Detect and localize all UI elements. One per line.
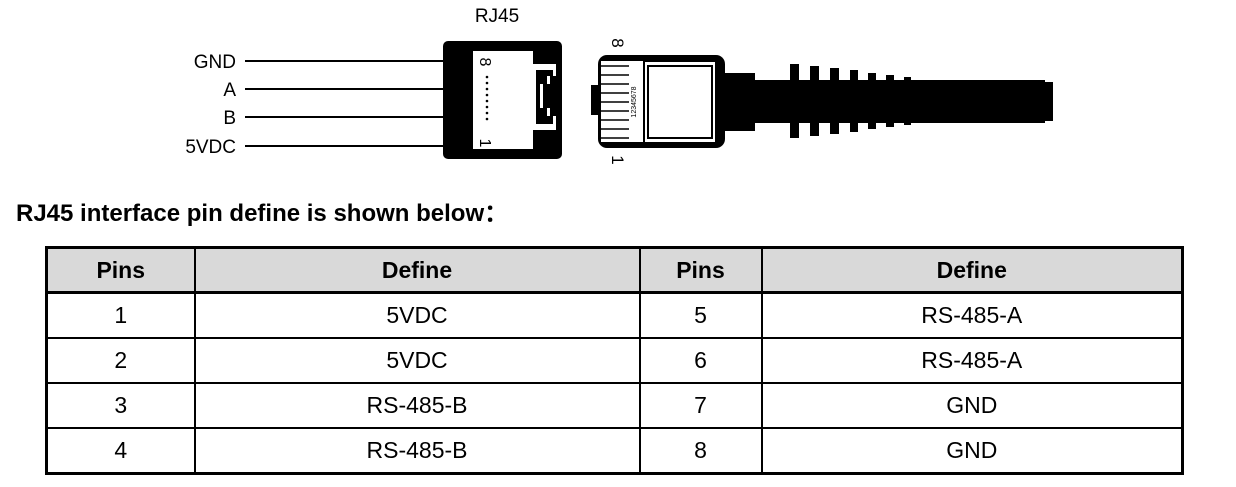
section-heading: RJ45 interface pin define is shown below…: [16, 200, 509, 227]
pin-number: 1: [45, 291, 196, 339]
plug-pin-1-label: 1: [608, 155, 627, 164]
plug-contacts: [601, 65, 629, 139]
wire-label-5vdc: 5VDC: [185, 137, 236, 158]
jack-pin-1-label: 1: [476, 139, 493, 148]
jack-title: RJ45: [475, 6, 519, 27]
pin-number: 8: [638, 427, 763, 475]
pin-define: 5VDC: [193, 291, 641, 339]
pin-number: 2: [45, 337, 196, 384]
rj45-jack: 8 1: [443, 41, 562, 159]
plug-contact-numbers: 12345678: [631, 86, 638, 117]
table-row: 4 RS-485-B 8 GND: [45, 427, 1184, 475]
wire-label-a: A: [223, 80, 236, 101]
jack-pin-8-label: 8: [476, 58, 493, 67]
header-define-1: Define: [193, 246, 641, 294]
strain-relief-ribs: [790, 64, 911, 138]
pin-number: 3: [45, 382, 196, 429]
pin-define: GND: [760, 382, 1184, 429]
pin-number: 7: [638, 382, 763, 429]
header-define-2: Define: [760, 246, 1184, 294]
pin-number: 4: [45, 427, 196, 475]
header-pins-1: Pins: [45, 246, 196, 294]
table-header-row: Pins Define Pins Define: [45, 246, 1184, 294]
pin-define: GND: [760, 427, 1184, 475]
pin-define: RS-485-A: [760, 337, 1184, 384]
wires: [245, 60, 445, 147]
pin-define: RS-485-A: [760, 291, 1184, 339]
pin-number: 5: [638, 291, 763, 339]
rj45-diagram-svg: RJ45 GND A B 5VDC 8 1: [185, 6, 1053, 165]
rj45-plug: 8 1 12345678: [591, 38, 1053, 165]
rj45-diagram: RJ45 GND A B 5VDC 8 1: [0, 0, 1236, 195]
pin-define: RS-485-B: [193, 427, 641, 475]
pin-define: RS-485-B: [193, 382, 641, 429]
table-row: 1 5VDC 5 RS-485-A: [45, 291, 1184, 339]
pin-define: 5VDC: [193, 337, 641, 384]
header-pins-2: Pins: [638, 246, 763, 294]
pin-define-table: Pins Define Pins Define 1 5VDC 5 RS-485-…: [45, 246, 1184, 475]
plug-pin-8-label: 8: [608, 38, 627, 47]
wire-label-b: B: [223, 108, 236, 129]
wire-label-gnd: GND: [194, 52, 236, 73]
jack-contact-dots: [485, 75, 489, 121]
table-row: 3 RS-485-B 7 GND: [45, 382, 1184, 429]
table-row: 2 5VDC 6 RS-485-A: [45, 337, 1184, 384]
pin-number: 6: [638, 337, 763, 384]
